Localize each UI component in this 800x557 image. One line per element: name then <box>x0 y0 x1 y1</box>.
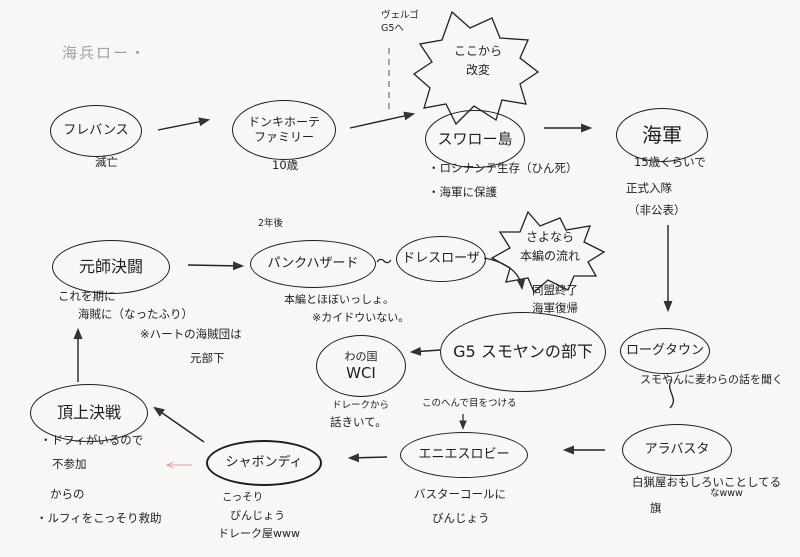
note-flevance: 滅亡 <box>95 155 118 169</box>
note-swallow-2: ・海軍に保護 <box>428 185 497 199</box>
note-marineford-2: 不参加 <box>52 457 87 471</box>
node-donquixote[interactable]: ドンキホーテ ファミリー <box>232 100 336 160</box>
note-master-duel-1: これを期に <box>58 289 116 303</box>
note-marineford-1: ・ドフィがいるので <box>40 433 144 447</box>
note-alabasta-3: 旗 <box>650 501 662 515</box>
note-alabasta-1: 白猟屋おもしろいことしてる <box>632 475 782 489</box>
note-enies-above: このへんで目をつける <box>422 398 517 409</box>
note-master-duel-3: ※ハートの海賊団は <box>140 327 242 341</box>
node-loguetown[interactable]: ローグタウン <box>620 328 710 374</box>
node-swallow-island[interactable]: スワロー島 <box>425 110 525 168</box>
edge-donquixote-swallow <box>349 111 416 129</box>
note-alabasta-2: なwww <box>710 488 743 499</box>
node-punk-hazard[interactable]: パンクハザード <box>250 240 376 288</box>
burst-goodbye-shape <box>490 210 606 294</box>
note-enies-2: びんじょう <box>432 511 490 525</box>
note-vergo: ヴェルゴ G5へ <box>381 10 419 34</box>
note-navy-2: 正式入隊 <box>626 181 672 195</box>
node-sabaody[interactable]: シャボンディ <box>206 440 322 486</box>
edge-enies-sabaody <box>347 453 388 463</box>
node-wci[interactable]: わの国 WCI <box>316 335 406 397</box>
node-marineford[interactable]: 頂上決戦 <box>30 384 148 442</box>
edge-sabaody-marineford <box>153 406 205 443</box>
note-punk-hazard-above: 2年後 <box>258 218 284 229</box>
note-sabaody-3: ドレーク屋www <box>218 527 300 540</box>
wci-sub-label: わの国 <box>344 349 378 363</box>
edge-dressrosa-alliance-end <box>483 257 526 291</box>
note-sabaody-2: びんじょう <box>230 509 285 522</box>
note-master-duel-2: 海賊に（なったふり） <box>78 307 193 321</box>
node-dressrosa[interactable]: ドレスローザ <box>396 236 486 282</box>
wci-label: WCI <box>346 363 376 382</box>
edge-flevance-donquixote <box>157 117 211 131</box>
node-flevance[interactable]: フレバンス <box>50 105 142 157</box>
note-marineford-4: ・ルフィをこっそり救助 <box>36 511 162 525</box>
node-navy[interactable]: 海軍 <box>616 108 708 162</box>
note-dressrosa: 同盟終了 海軍復帰 <box>532 283 578 315</box>
burst-change-text: ここから 改変 <box>453 44 502 78</box>
note-navy-3: （非公表） <box>628 203 686 217</box>
edge-tilde-punk-dressrosa: 〜 <box>376 252 393 271</box>
note-enies-1: バスターコールに <box>414 487 506 501</box>
node-enies-lobby[interactable]: エニエスロビー <box>400 432 528 478</box>
node-g5[interactable]: G5 スモヤンの部下 <box>440 312 606 392</box>
note-master-duel-4: 元部下 <box>190 351 225 365</box>
note-swallow-1: ・ロシナンテ生存（ひん死） <box>428 161 578 175</box>
burst-goodbye-text: さよなら 本編の流れ <box>519 230 580 264</box>
note-wci-2: 話きいて。 <box>330 415 387 429</box>
note-donquixote: 10歳 <box>272 158 299 172</box>
note-navy-1: 15歳くらいで <box>634 155 706 169</box>
note-sabaody-1: こっそり <box>222 491 264 503</box>
note-loguetown: スモやんに麦わらの話を聞く <box>640 373 783 386</box>
edge-loguetown-alabasta <box>669 379 675 409</box>
node-master-duel[interactable]: 元師決闘 <box>52 240 170 294</box>
note-punk-hazard-1: 本編とほぼいっしょ。 <box>284 293 394 306</box>
edge-masterduel-punkhazard <box>187 261 245 271</box>
note-marineford-3: からの <box>50 487 85 501</box>
note-wci-1: ドレークから <box>332 400 390 411</box>
node-alabasta[interactable]: アラバスタ <box>622 424 732 476</box>
note-punk-hazard-2: ※カイドウいない。 <box>312 311 410 324</box>
page-title: 海兵ロー・ <box>62 44 148 62</box>
edge-g5-wci <box>409 346 441 356</box>
